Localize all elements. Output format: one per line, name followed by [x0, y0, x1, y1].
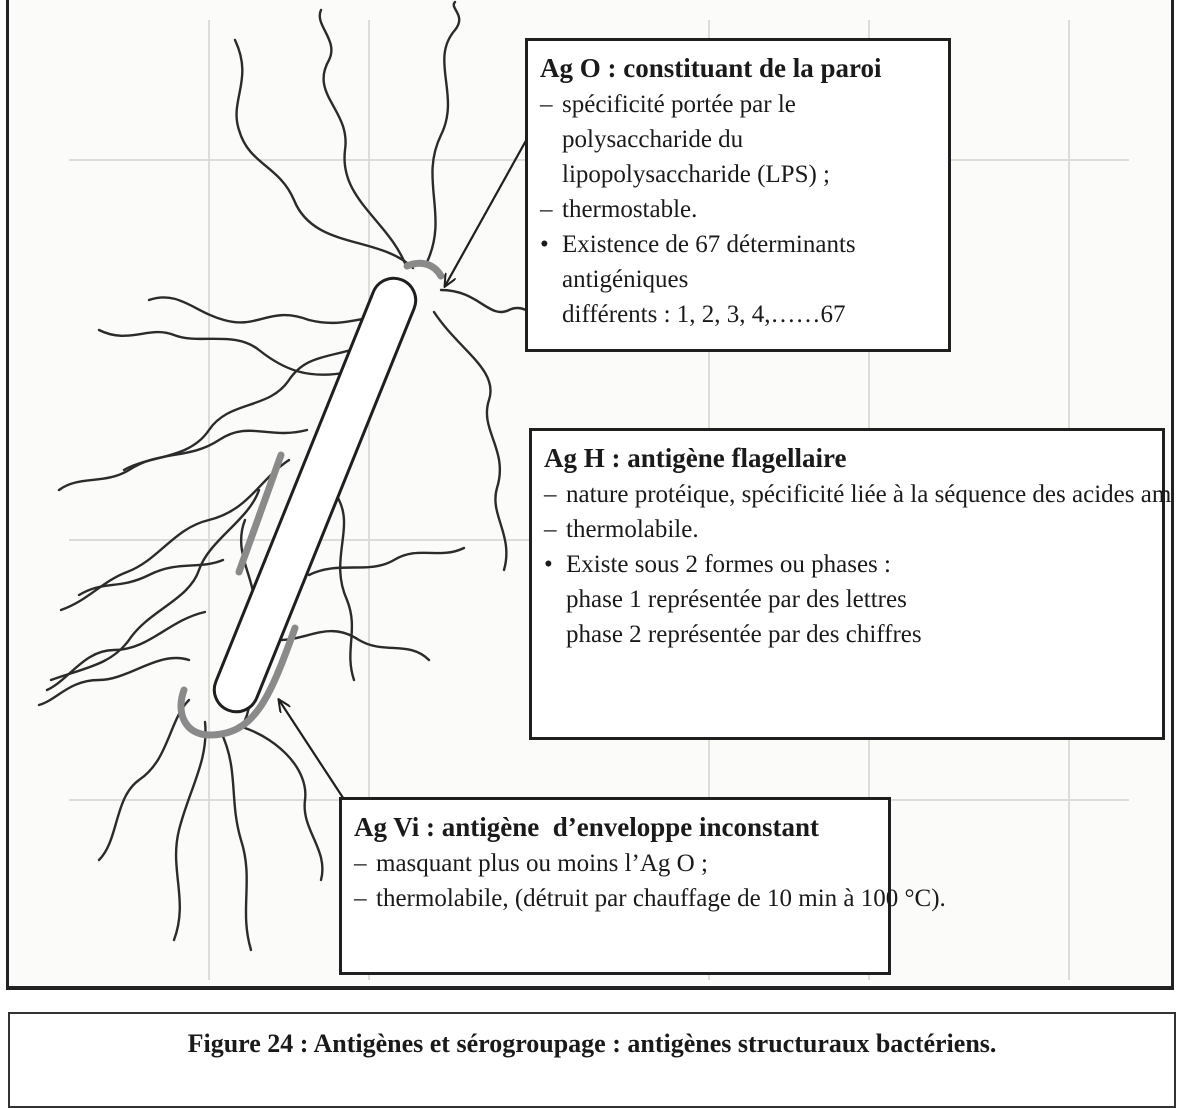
ag-vi-title: Ag Vi : antigène d’enveloppe inconstant [354, 808, 878, 846]
dash-mark: – [544, 512, 557, 547]
arrow-ag-vi [279, 700, 351, 810]
bullet-mark: • [544, 547, 553, 582]
ag-h-item: • Existe sous 2 formes ou phases : phase… [544, 547, 1152, 652]
ag-h-item-line: thermolabile. [566, 512, 1152, 547]
ag-o-item-line: thermostable. [562, 192, 938, 227]
ag-vi-callout: Ag Vi : antigène d’enveloppe inconstant … [339, 797, 891, 975]
bacterial-cell [208, 272, 423, 719]
dash-mark: – [354, 846, 367, 881]
ag-vi-item: – thermolabile, (détruit par chauffage d… [354, 881, 878, 916]
ag-h-list: – nature protéique, spécificité liée à l… [544, 477, 1152, 652]
ag-o-item-line: différents : 1, 2, 3, 4,……67 [562, 297, 938, 332]
ag-vi-item-line: thermolabile, (détruit par chauffage de … [376, 881, 878, 916]
ag-h-item-line: phase 1 représentée par des lettres [566, 582, 1152, 617]
ag-vi-item: – masquant plus ou moins l’Ag O ; [354, 846, 878, 881]
ag-h-item-line: nature protéique, spécificité liée à la … [566, 477, 1152, 512]
ag-h-callout: Ag H : antigène flagellaire – nature pro… [529, 428, 1165, 740]
ag-o-item: – spécificité portée par le polysacchari… [540, 87, 938, 192]
figure-caption-box: Figure 24 : Antigènes et sérogroupage : … [8, 1012, 1176, 1108]
figure-caption: Figure 24 : Antigènes et sérogroupage : … [10, 1028, 1174, 1060]
ag-h-title: Ag H : antigène flagellaire [544, 439, 1152, 477]
ag-vi-item-line: masquant plus ou moins l’Ag O ; [376, 846, 878, 881]
figure-frame: Ag O : constituant de la paroi – spécifi… [6, 0, 1174, 990]
dash-mark: – [540, 87, 553, 122]
bullet-mark: • [540, 227, 549, 262]
ag-o-item-line: lipopolysaccharide (LPS) ; [562, 157, 938, 192]
ag-o-item-line: spécificité portée par le polysaccharide… [562, 87, 938, 157]
ag-vi-list: – masquant plus ou moins l’Ag O ; – ther… [354, 846, 878, 916]
ag-o-item: – thermostable. [540, 192, 938, 227]
dash-mark: – [540, 192, 553, 227]
ag-o-title: Ag O : constituant de la paroi [540, 49, 938, 87]
dash-mark: – [354, 881, 367, 916]
ag-o-callout: Ag O : constituant de la paroi – spécifi… [525, 38, 951, 352]
ag-h-item-line: Existe sous 2 formes ou phases : [566, 547, 1152, 582]
ag-h-item-line: phase 2 représentée par des chiffres [566, 617, 1152, 652]
ag-o-item: • Existence de 67 déterminants antigéniq… [540, 227, 938, 332]
arrow-ag-o [445, 128, 533, 286]
ag-o-item-line: Existence de 67 déterminants antigénique… [562, 227, 938, 297]
ag-o-list: – spécificité portée par le polysacchari… [540, 87, 938, 332]
dash-mark: – [544, 477, 557, 512]
ag-h-item: – thermolabile. [544, 512, 1152, 547]
ag-h-item: – nature protéique, spécificité liée à l… [544, 477, 1152, 512]
